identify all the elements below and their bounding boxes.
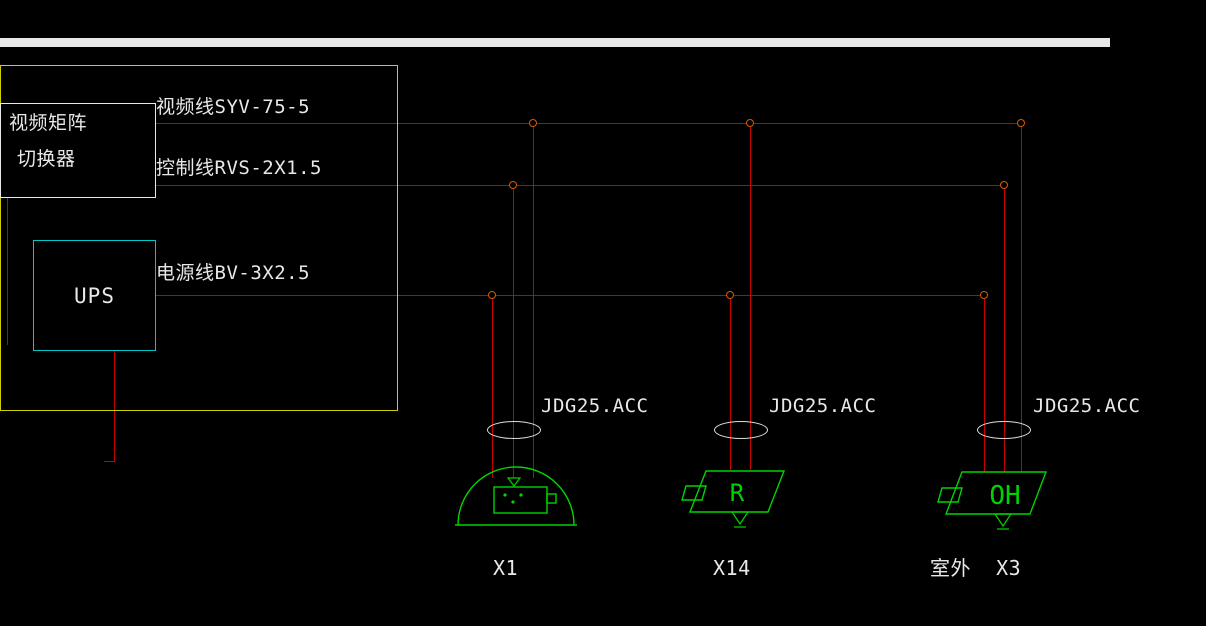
camera2-power-drop [730,295,731,470]
junction-dot [1000,181,1008,189]
camera-body [944,471,1048,515]
video-bus-wire [155,123,1021,124]
matrix-label-line2: 切换器 [17,148,76,170]
conduit-ellipse [977,421,1031,439]
ups-box: UPS [33,240,156,351]
mount-triangle-icon [730,511,750,526]
outdoor-camera-symbol: OH [937,471,1048,530]
camera3-id-label: 室外 X3 [930,556,1022,580]
ups-output-wire [114,349,115,461]
video-cable-label: 视频线SYV-75-5 [156,96,311,118]
matrix-label-line1: 视频矩阵 [9,112,88,134]
camera1-power-drop [492,295,493,478]
junction-dot [529,119,537,127]
dome-arc [457,466,575,526]
ups-label: UPS [74,283,115,308]
power-bus-wire [155,295,984,296]
indicator-dot [503,493,507,497]
camera3-video-drop [1021,123,1022,472]
indicator-dot [511,500,515,504]
conduit-label-1: JDG25.ACC [541,395,649,417]
indicator-dot [519,493,523,497]
control-bus-wire [155,185,1004,186]
conduit-label-2: JDG25.ACC [769,395,877,417]
camera1-control-drop [513,185,514,478]
power-cable-label: 电源线BV-3X2.5 [156,262,311,284]
fixed-camera-symbol: R [681,470,786,528]
dome-camera-symbol [455,466,577,526]
junction-dot [509,181,517,189]
camera3-power-drop [984,295,985,472]
camera1-video-drop [533,123,534,478]
camera-body [688,470,786,513]
conduit-ellipse [714,421,768,439]
equipment-room-boundary [0,65,398,411]
camera3-control-drop [1004,185,1005,472]
matrix-feed-wire [7,197,8,345]
camera1-id-label: X1 [493,556,519,580]
conduit-ellipse [487,421,541,439]
junction-dot [726,291,734,299]
camera-lens [546,493,557,504]
conduit-label-3: JDG25.ACC [1033,395,1141,417]
camera-body [493,486,548,514]
camera2-id-label: X14 [713,556,751,580]
ups-output-wire-jog [104,461,115,462]
junction-dot [980,291,988,299]
control-cable-label: 控制线RVS-2X1.5 [156,157,322,179]
junction-dot [746,119,754,127]
camera-lens [937,487,963,503]
camera-body-label: R [730,479,745,507]
feed-arrow-icon [506,477,522,487]
video-matrix-switcher-box: 视频矩阵 切换器 [0,103,156,198]
drawing-border-bar [0,38,1110,47]
mount-triangle-icon [993,513,1013,528]
camera-lens [681,485,707,501]
junction-dot [488,291,496,299]
junction-dot [1017,119,1025,127]
camera-body-label: OH [989,481,1020,511]
camera2-video-drop [750,123,751,470]
